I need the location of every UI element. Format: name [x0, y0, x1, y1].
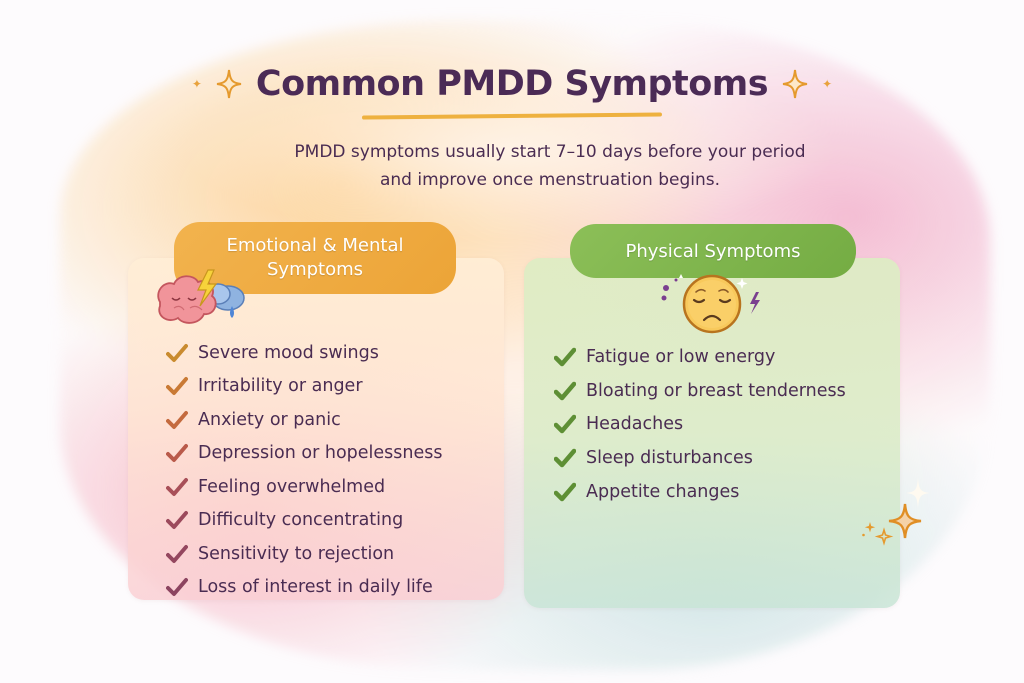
checkmark-icon [554, 347, 576, 367]
subtitle-line-2: and improve once menstruation begins. [379, 170, 721, 190]
brain-storm-icon [157, 269, 245, 324]
small-sparkle-icon: ✦ [822, 77, 833, 91]
physical-symptoms-list: Fatigue or low energy Bloating or breast… [554, 340, 846, 509]
list-item: Loss of interest in daily life [166, 571, 442, 605]
symptom-label: Difficulty concentrating [198, 510, 404, 531]
symptom-label: Depression or hopelessness [198, 443, 443, 464]
checkmark-icon [554, 449, 576, 468]
list-item: Bloating or breast tenderness [554, 374, 846, 408]
list-item: Difficulty concentrating [166, 504, 442, 538]
tired-face-icon [661, 274, 760, 334]
checkmark-icon [166, 343, 188, 362]
checkmark-icon [554, 381, 576, 400]
symptom-label: Headaches [586, 414, 684, 435]
symptom-label: Bloating or breast tenderness [586, 380, 846, 401]
sparkle-icon [888, 503, 922, 539]
header-glow [180, 60, 840, 240]
sparkle-icon [782, 69, 808, 99]
symptom-label: Irritability or anger [198, 376, 363, 397]
list-item: Feeling overwhelmed [166, 470, 442, 504]
checkmark-icon [166, 511, 188, 530]
list-item: Severe mood swings [166, 336, 442, 370]
list-item: Fatigue or low energy [554, 340, 846, 374]
subtitle: PMDD symptoms usually start 7–10 days be… [240, 138, 860, 194]
list-item: Appetite changes [554, 475, 846, 509]
list-item: Sensitivity to rejection [166, 537, 442, 571]
symptom-label: Fatigue or low energy [586, 346, 776, 367]
checkmark-icon [166, 477, 188, 496]
checkmark-icon [166, 444, 188, 463]
symptom-label: Anxiety or panic [198, 409, 341, 430]
checkmark-icon [554, 415, 576, 434]
white-sparkle-icon [906, 478, 930, 508]
title-row: ✦ Common PMDD Symptoms ✦ [0, 56, 1024, 112]
list-item: Irritability or anger [166, 370, 442, 404]
emotional-heading-badge: Emotional & Mental Symptoms [174, 222, 456, 294]
emotional-heading-line-2: Symptoms [266, 259, 364, 280]
symptom-label: Feeling overwhelmed [198, 476, 386, 497]
symptom-label: Sensitivity to rejection [198, 543, 395, 564]
small-sparkle-icon: ✦ [191, 77, 202, 91]
emotional-symptoms-list: Severe mood swings Irritability or anger… [166, 336, 442, 604]
symptom-label: Sleep disturbances [586, 448, 753, 469]
subtitle-line-1: PMDD symptoms usually start 7–10 days be… [294, 142, 806, 162]
list-item: Sleep disturbances [554, 441, 846, 475]
physical-heading-badge: Physical Symptoms [570, 224, 856, 278]
checkmark-icon [166, 410, 188, 429]
list-item: Depression or hopelessness [166, 437, 442, 471]
page-title: Common PMDD Symptoms [255, 64, 769, 104]
sparkle-icon [216, 69, 242, 99]
symptom-label: Severe mood swings [198, 342, 379, 363]
physical-heading: Physical Symptoms [625, 240, 801, 262]
symptom-label: Loss of interest in daily life [198, 577, 433, 598]
small-sparkle-icon [862, 522, 894, 546]
list-item: Headaches [554, 408, 846, 442]
checkmark-icon [166, 377, 188, 396]
symptom-label: Appetite changes [586, 482, 740, 503]
emotional-heading-line-1: Emotional & Mental [226, 235, 404, 256]
checkmark-icon [166, 578, 188, 597]
checkmark-icon [166, 544, 188, 563]
list-item: Anxiety or panic [166, 403, 442, 437]
checkmark-icon [554, 482, 576, 502]
